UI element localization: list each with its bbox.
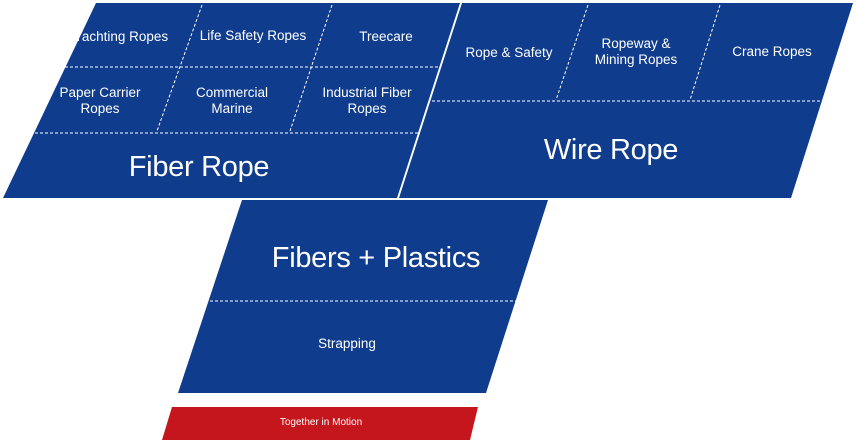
segment-paper-carrier-ropes[interactable]: Paper Carrier Ropes — [59, 85, 141, 116]
wire-rope-title[interactable]: Wire Rope — [543, 133, 679, 166]
tagline-bar — [162, 407, 478, 440]
fibers-plastics-block[interactable] — [178, 200, 548, 393]
fiber-rope-divider — [289, 4, 333, 132]
wire-rope-divider — [555, 4, 589, 101]
segment-crane-ropes[interactable]: Crane Ropes — [732, 44, 812, 60]
segment-industrial-fiber-ropes[interactable]: Industrial Fiber Ropes — [322, 85, 412, 116]
fiber-rope-title[interactable]: Fiber Rope — [128, 150, 270, 183]
fibers-plastics-title[interactable]: Fibers + Plastics — [271, 241, 481, 274]
segment-treecare[interactable]: Treecare — [359, 29, 413, 45]
segment-strapping[interactable]: Strapping — [318, 336, 376, 352]
fiber-rope-divider — [156, 4, 203, 132]
segment-commercial-marine[interactable]: Commercial Marine — [195, 85, 268, 116]
wire-rope-divider — [689, 4, 721, 101]
tagline-text: Together in Motion — [279, 417, 363, 429]
segment-rope-safety[interactable]: Rope & Safety — [465, 45, 553, 61]
fiber-rope-block[interactable] — [3, 3, 460, 198]
wire-rope-block[interactable] — [399, 3, 853, 198]
segment-ropeway-mining-ropes[interactable]: Ropeway & Mining Ropes — [594, 36, 678, 67]
segment-yachting-ropes[interactable]: Yachting Ropes — [73, 29, 169, 45]
segment-life-safety-ropes[interactable]: Life Safety Ropes — [199, 28, 307, 44]
